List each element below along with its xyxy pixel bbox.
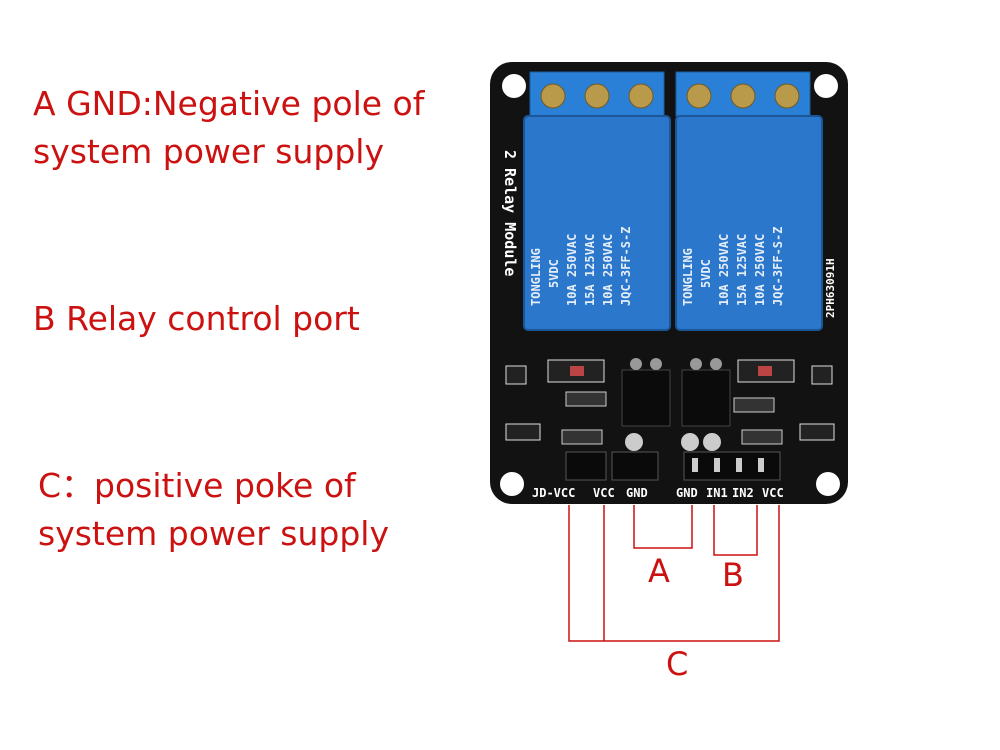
svg-text:5VDC: 5VDC — [699, 259, 713, 288]
svg-text:15A 125VAC: 15A 125VAC — [735, 234, 749, 306]
relay-left — [523, 115, 671, 331]
svg-text:10A 250VAC: 10A 250VAC — [753, 234, 767, 306]
mount-hole-br — [816, 472, 840, 496]
bracket-label-b: B — [722, 556, 744, 594]
bracket-c-line — [568, 505, 780, 642]
svg-text:5VDC: 5VDC — [547, 259, 561, 288]
svg-text:TONGLING: TONGLING — [681, 248, 695, 306]
annotation-a-line1: A GND:Negative pole of — [33, 84, 425, 123]
mount-hole-tl — [502, 74, 526, 98]
smd-components — [505, 358, 835, 451]
svg-text:15A 125VAC: 15A 125VAC — [583, 234, 597, 306]
annotation-b: B Relay control port — [33, 295, 360, 343]
bracket-label-c: C — [666, 645, 689, 683]
svg-text:10A 250VAC: 10A 250VAC — [565, 234, 579, 306]
bracket-b-line — [713, 505, 758, 556]
annotation-b-line1: B Relay control port — [33, 299, 360, 338]
pin-label-gnd-right: GND — [676, 486, 698, 500]
pin-label-in1: IN1 — [706, 486, 728, 500]
mount-hole-tr — [814, 74, 838, 98]
bracket-label-a: A — [648, 552, 670, 590]
mount-hole-bl — [500, 472, 524, 496]
screw-terminal-left — [529, 71, 665, 117]
relay-right — [675, 115, 823, 331]
relay-right-text: TONGLING 5VDC 10A 250VAC 15A 125VAC 10A … — [681, 227, 785, 306]
header-pins-right — [683, 451, 781, 481]
pin-label-vcc-right: VCC — [762, 486, 784, 500]
svg-text:JQC-3FF-S-Z: JQC-3FF-S-Z — [619, 227, 633, 306]
header-pins-left — [565, 451, 659, 481]
screw-terminal-right — [675, 71, 811, 117]
relay-left-text: TONGLING 5VDC 10A 250VAC 15A 125VAC 10A … — [529, 227, 633, 306]
pin-label-vcc-left: VCC — [593, 486, 615, 500]
svg-text:10A 250VAC: 10A 250VAC — [601, 234, 615, 306]
pin-label-in2: IN2 — [732, 486, 754, 500]
annotation-a-line2: system power supply — [33, 132, 384, 171]
silk-code: 2PH63091H — [824, 258, 837, 318]
pin-label-jd-vcc: JD-VCC — [532, 486, 575, 500]
svg-text:JQC-3FF-S-Z: JQC-3FF-S-Z — [771, 227, 785, 306]
annotation-c-line1: C：positive poke of — [38, 466, 356, 505]
svg-text:TONGLING: TONGLING — [529, 248, 543, 306]
annotation-a: A GND:Negative pole of system power supp… — [33, 80, 424, 176]
annotation-c-line2: system power supply — [38, 514, 389, 553]
pin-label-gnd-left: GND — [626, 486, 648, 500]
annotation-c: C：positive poke of system power supply — [38, 462, 389, 558]
bracket-a-line — [633, 505, 693, 549]
svg-text:10A 250VAC: 10A 250VAC — [717, 234, 731, 306]
silk-title: 2 Relay Module — [501, 150, 519, 276]
